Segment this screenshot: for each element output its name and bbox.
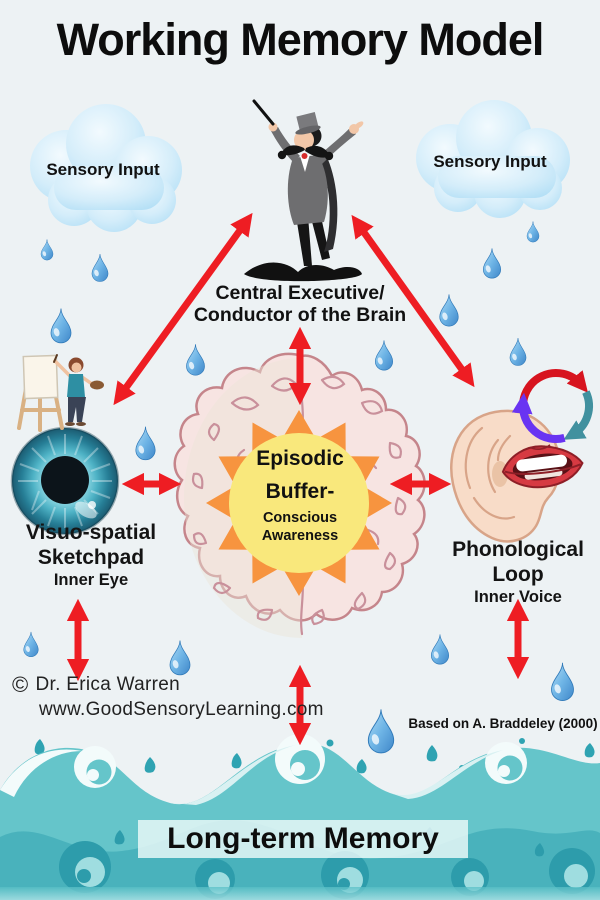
raindrop-icon (362, 706, 400, 757)
attribution-text: Based on A. Braddeley (2000) (408, 716, 598, 731)
raindrop-icon (46, 306, 76, 346)
page-title: Working Memory Model (56, 14, 545, 65)
central-executive-label: Central Executive/ Conductor of the Brai… (140, 282, 460, 327)
phonological-loop-label: Phonological Loop Inner Voice (430, 538, 600, 607)
visuo-spatial-line2: Sketchpad (37, 545, 145, 569)
central-executive-line2: Conductor of the Brain (193, 303, 407, 326)
cloud-icon: Sensory Input (14, 104, 192, 236)
phonological-loop-line3: Inner Voice (474, 587, 562, 606)
raindrop-icon (38, 238, 56, 262)
episodic-buffer-line4: Awareness (261, 528, 339, 544)
ear-illustration (440, 400, 600, 550)
raindrop-icon (20, 630, 42, 659)
sensory-input-right-label: Sensory Input (433, 152, 547, 171)
long-term-memory-label: Long-term Memory (138, 820, 468, 858)
brain-illustration (172, 348, 432, 648)
sun-icon (206, 410, 392, 596)
central-executive-line1: Central Executive/ (215, 282, 385, 304)
episodic-buffer-line3: Conscious (262, 510, 338, 526)
credit-author: Dr. Erica Warren (35, 674, 181, 695)
wave-curls (0, 735, 527, 805)
lips-illustration (501, 444, 584, 489)
raindrop-icon (479, 246, 505, 281)
visuo-spatial-line1: Visuo-spatial (25, 521, 157, 544)
cloud-icon: Sensory Input (394, 100, 586, 220)
raindrop-icon (546, 660, 579, 704)
episodic-buffer-line2: Buffer- (265, 480, 335, 503)
copyright-icon: © (12, 672, 29, 697)
raindrop-icon (506, 336, 530, 368)
visuo-spatial-line3: Inner Eye (53, 570, 129, 589)
raindrop-icon (165, 638, 195, 678)
episodic-buffer-line1: Episodic (256, 447, 344, 470)
painter-illustration (12, 350, 112, 434)
eye-illustration (10, 426, 120, 536)
phonological-loop-line2: Loop (492, 562, 544, 586)
visuo-spatial-label: Visuo-spatial Sketchpad Inner Eye (0, 521, 182, 590)
raindrop-icon (524, 220, 542, 244)
sensory-input-left-label: Sensory Input (46, 160, 160, 179)
episodic-buffer-label: Episodic Buffer- Conscious Awareness (222, 447, 378, 544)
raindrop-icon (427, 632, 453, 667)
conductor-illustration (238, 98, 370, 290)
credit-block: © Dr. Erica Warren www.GoodSensoryLearni… (12, 674, 332, 721)
raindrop-icon (131, 424, 160, 463)
waves-illustration (0, 735, 600, 900)
raindrop-icon (88, 252, 112, 284)
phonological-loop-line1: Phonological (452, 538, 584, 561)
credit-website: www.GoodSensoryLearning.com (39, 699, 324, 720)
water-swirls (59, 827, 595, 899)
cycle-arrows-icon (506, 356, 600, 456)
